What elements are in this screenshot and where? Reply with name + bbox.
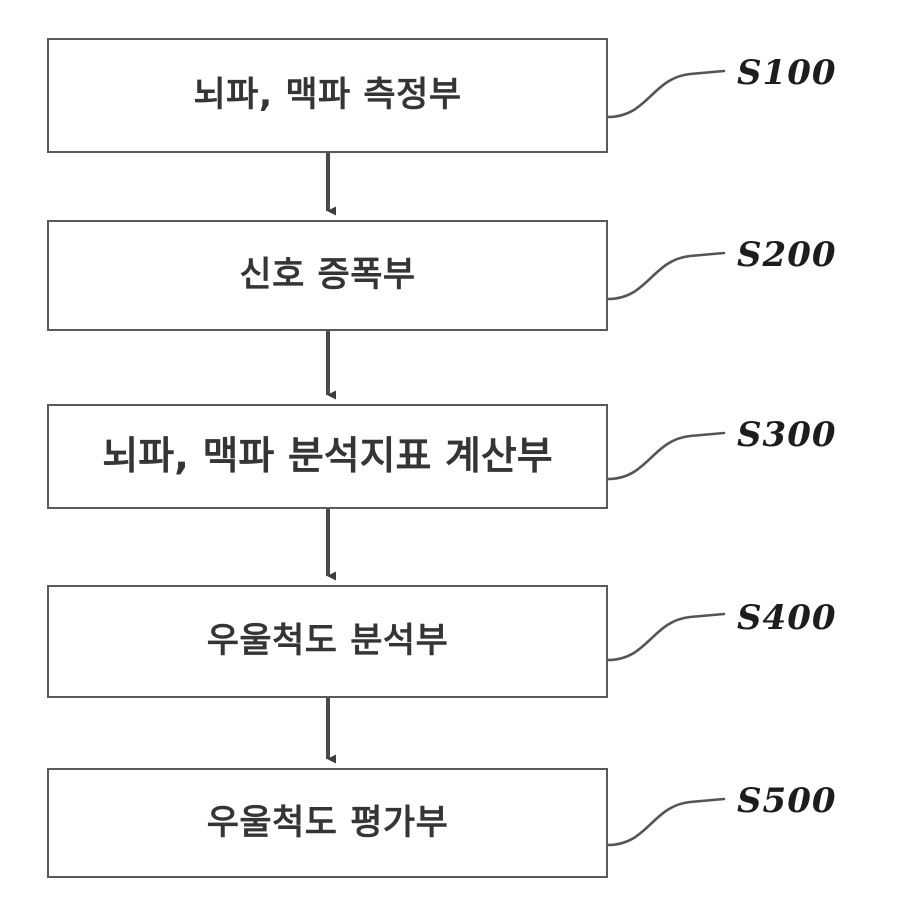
leader-line-s400 — [606, 612, 726, 662]
leader-line-s300 — [606, 431, 726, 481]
reference-numeral-s300: S300 — [737, 415, 837, 455]
process-box-s100-label: 뇌파, 맥파 측정부 — [193, 75, 462, 115]
process-box-s200[interactable]: 신호 증폭부 — [47, 220, 608, 331]
process-box-s500[interactable]: 우울척도 평가부 — [47, 768, 608, 878]
leader-line-s200 — [606, 251, 726, 301]
leader-line-s500 — [606, 797, 726, 847]
reference-numeral-s200-text: S200 — [737, 235, 837, 275]
process-box-s100[interactable]: 뇌파, 맥파 측정부 — [47, 38, 608, 153]
process-box-s400[interactable]: 우울척도 분석부 — [47, 585, 608, 698]
process-box-s300-label: 뇌파, 맥파 분석지표 계산부 — [102, 434, 553, 479]
reference-numeral-s100-text: S100 — [737, 53, 837, 93]
process-box-s400-label: 우울척도 분석부 — [206, 621, 449, 661]
reference-numeral-s100: S100 — [737, 53, 837, 93]
reference-numeral-s400: S400 — [737, 598, 837, 638]
reference-numeral-s300-text: S300 — [737, 415, 837, 455]
process-box-s500-label: 우울척도 평가부 — [206, 802, 449, 843]
reference-numeral-s500: S500 — [737, 781, 837, 821]
reference-numeral-s200: S200 — [737, 235, 837, 275]
process-box-s200-label: 신호 증폭부 — [239, 255, 416, 295]
leader-line-s100 — [606, 69, 726, 119]
reference-numeral-s400-text: S400 — [737, 598, 837, 638]
process-box-s300[interactable]: 뇌파, 맥파 분석지표 계산부 — [47, 404, 608, 509]
reference-numeral-s500-text: S500 — [737, 781, 837, 821]
